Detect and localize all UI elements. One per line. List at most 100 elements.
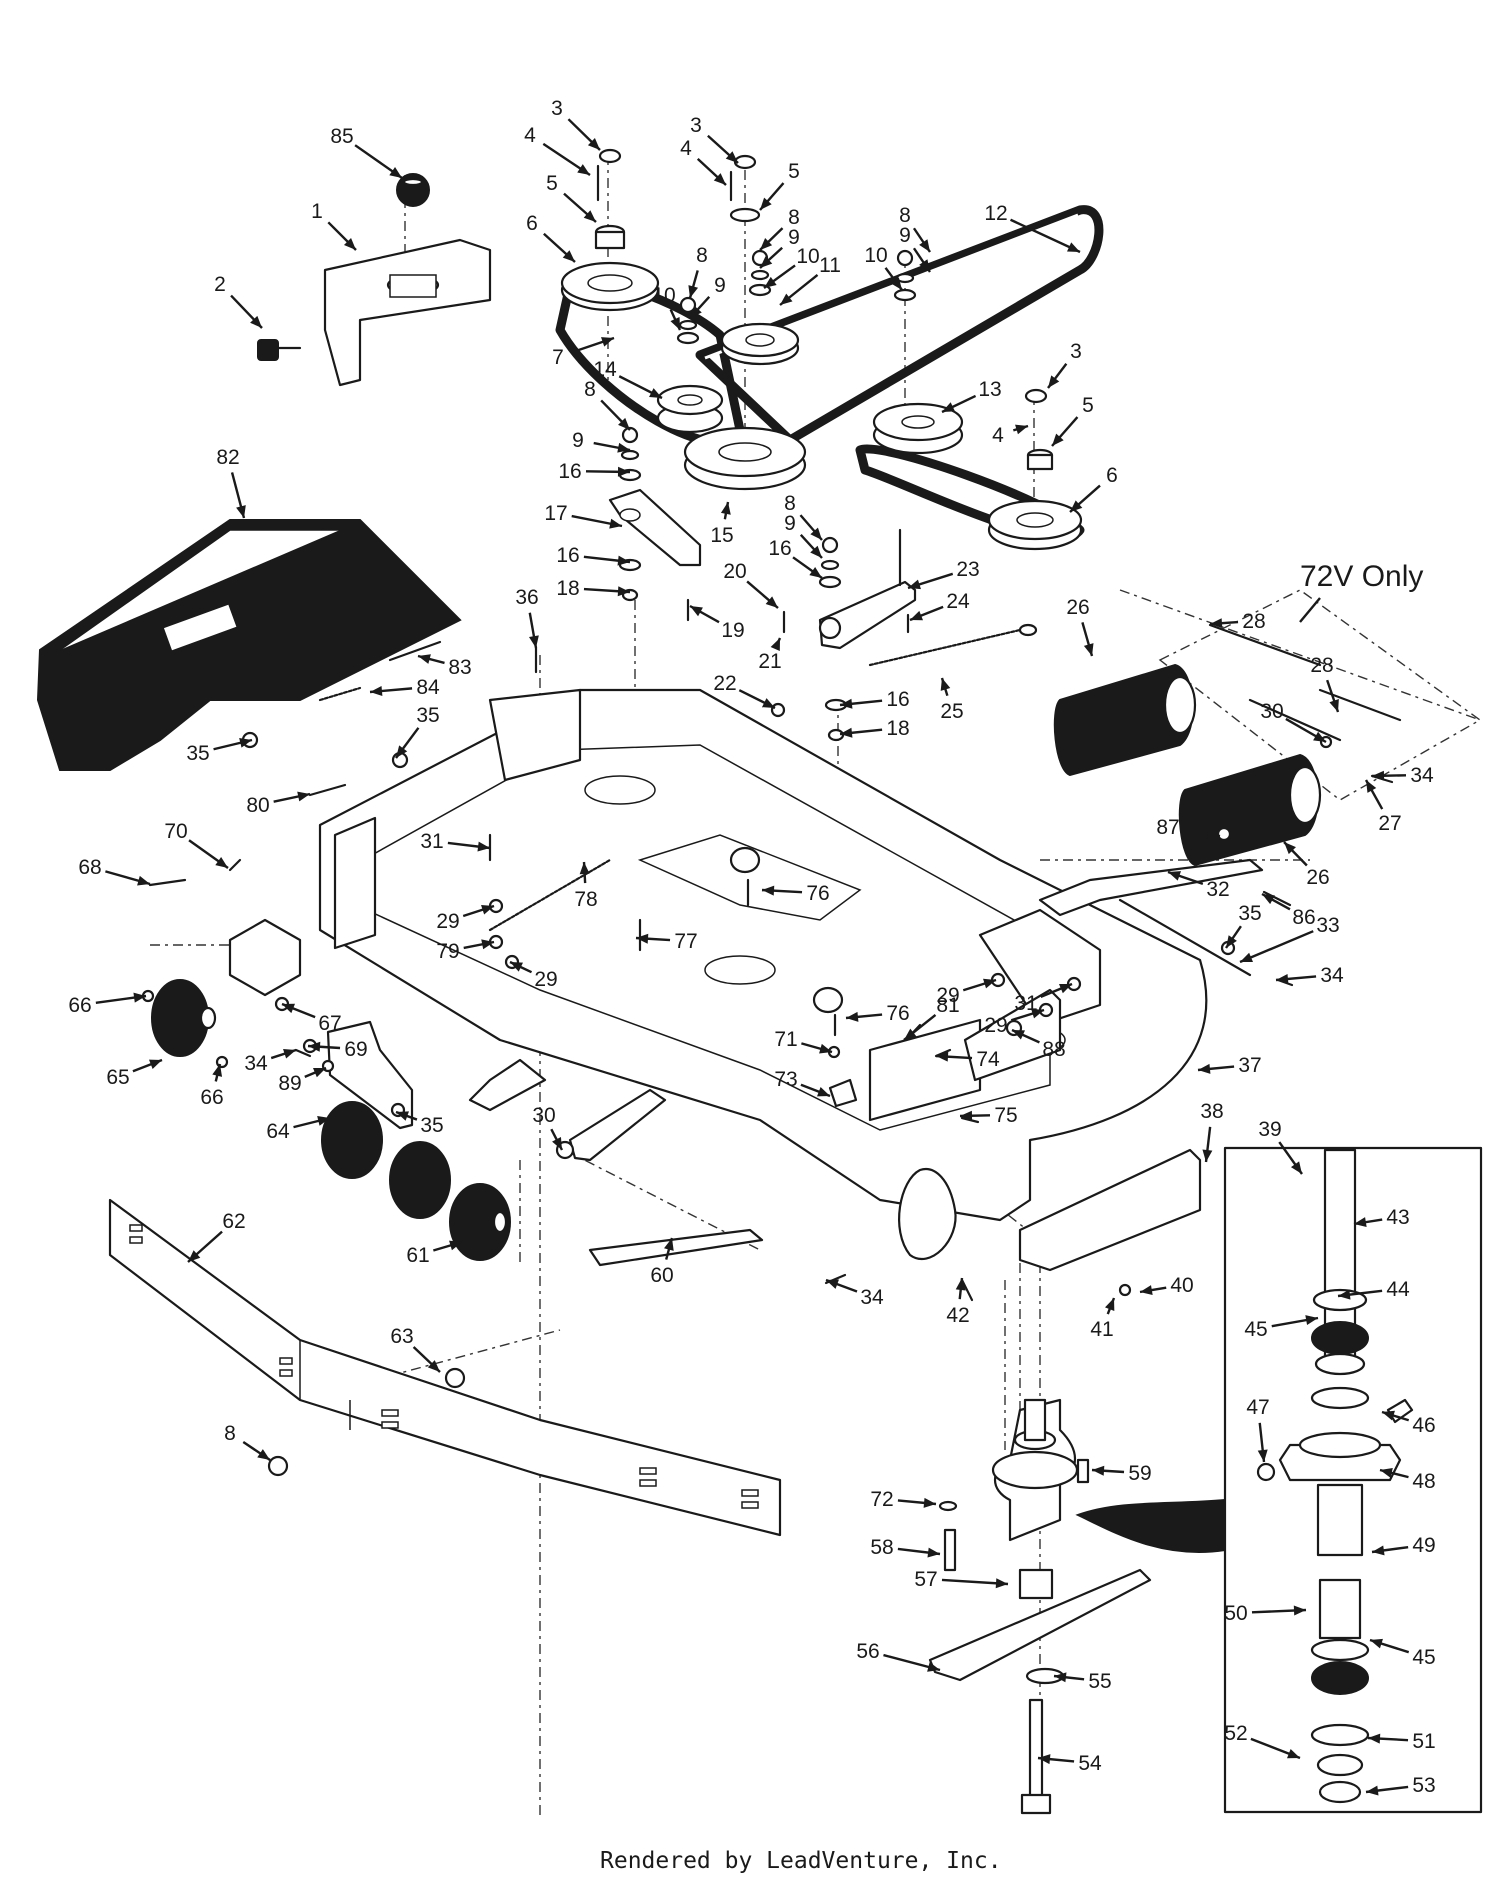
rear-roller-lower	[1178, 753, 1322, 867]
callout-32: 32	[1167, 870, 1230, 901]
callout-label: 9	[572, 429, 584, 452]
pulley-right	[987, 388, 1083, 551]
callout-arrowhead	[1207, 829, 1220, 839]
callout-53: 53	[1365, 1774, 1436, 1797]
callout-label: 60	[650, 1264, 673, 1287]
callout-label: 1	[311, 200, 323, 223]
callout-label: 34	[1320, 964, 1344, 987]
callout-arrowhead	[1354, 1217, 1367, 1228]
callout-12: 12	[984, 202, 1081, 254]
callout-arrowhead	[1276, 973, 1289, 984]
callout-arrowhead	[1210, 618, 1223, 629]
callout-arrowhead	[1198, 1063, 1211, 1074]
callout-arrowhead	[617, 555, 630, 566]
callout-label: 57	[914, 1568, 937, 1591]
callout-79: 79	[436, 939, 495, 963]
callout-84: 84	[369, 676, 440, 699]
callout-arrowhead	[308, 1041, 321, 1052]
callout-arrowhead	[817, 1087, 830, 1097]
skid-baffle	[108, 1198, 782, 1537]
callout-label: 83	[448, 656, 471, 679]
callout-arrowhead	[1290, 1161, 1302, 1174]
callout-label: 66	[200, 1086, 223, 1109]
callout-34: 34	[244, 1048, 297, 1075]
callout-label: 30	[532, 1104, 555, 1127]
callout-70: 70	[164, 820, 229, 869]
idler-arm	[608, 488, 702, 567]
callout-arrowhead	[955, 1278, 966, 1291]
callout-label: 10	[652, 284, 675, 307]
callout-35: 35	[395, 1110, 444, 1137]
callout-label: 9	[784, 512, 796, 535]
callout-arrowhead	[587, 138, 600, 150]
callout-9: 9	[899, 224, 931, 273]
72v-only-group	[1158, 589, 1482, 801]
callout-34: 34	[825, 1278, 884, 1309]
callout-34: 34	[1371, 764, 1434, 787]
callout-label: 55	[1088, 1670, 1111, 1693]
callout-arrowhead	[923, 1497, 936, 1508]
callout-label: 5	[1082, 394, 1094, 417]
hardware-stacks	[618, 249, 917, 742]
callout-label: 3	[690, 114, 702, 137]
callout-arrowhead	[528, 635, 539, 648]
callout-61: 61	[406, 1240, 463, 1267]
callout-10: 10	[864, 244, 903, 291]
callout-8: 8	[899, 204, 931, 253]
callout-5: 5	[759, 160, 800, 211]
callout-35: 35	[395, 704, 440, 759]
callout-label: 84	[416, 676, 440, 699]
callout-arrowhead	[1067, 242, 1080, 252]
pulley-center	[683, 154, 807, 491]
callout-24: 24	[909, 590, 970, 622]
callout-65: 65	[106, 1058, 163, 1089]
callout-81: 81	[903, 994, 960, 1041]
callout-arrowhead	[1287, 1748, 1300, 1759]
footer-credit: Rendered by LeadVenture, Inc.	[600, 1848, 1002, 1874]
callout-64: 64	[266, 1116, 331, 1143]
callout-arrowhead	[840, 727, 853, 738]
callout-arrowhead	[1031, 1008, 1044, 1019]
front-wheel-left	[151, 918, 302, 1057]
callout-label: 10	[796, 245, 819, 268]
callout-8: 8	[759, 206, 800, 251]
callout-label: 66	[68, 994, 91, 1017]
callout-30: 30	[1260, 700, 1327, 744]
variant-note: 72V Only	[1300, 560, 1423, 593]
callout-label: 11	[819, 254, 841, 277]
callout-arrowhead	[1293, 1605, 1306, 1616]
callout-35: 35	[186, 737, 253, 765]
callout-label: 78	[574, 888, 597, 911]
callout-50: 50	[1224, 1602, 1307, 1625]
callout-label: 80	[246, 794, 269, 817]
callout-label: 8	[224, 1422, 236, 1445]
callout-label: 9	[714, 274, 726, 297]
callout-label: 68	[78, 856, 101, 879]
callout-label: 47	[1246, 1396, 1269, 1419]
callout-arrowhead	[1382, 1410, 1395, 1421]
callout-25: 25	[940, 677, 964, 723]
callout-arrowhead	[283, 1048, 296, 1059]
callout-arrowhead	[1048, 375, 1060, 388]
callout-arrowhead	[215, 856, 228, 868]
callout-label: 21	[758, 650, 781, 673]
callout-arrowhead	[418, 654, 431, 664]
callout-37: 37	[1197, 1054, 1262, 1077]
callout-label: 72	[870, 1488, 893, 1511]
callout-arrowhead	[760, 197, 772, 210]
callout-14: 14	[593, 358, 663, 400]
callout-arrowhead	[1226, 935, 1237, 948]
callout-label: 70	[164, 820, 187, 843]
callout-arrowhead	[670, 317, 680, 330]
callout-label: 5	[788, 160, 800, 183]
callout-label: 6	[526, 212, 538, 235]
callout-16: 16	[839, 688, 910, 711]
callout-label: 8	[899, 204, 911, 227]
callout-label: 43	[1386, 1206, 1409, 1229]
callout-label: 37	[1238, 1054, 1261, 1077]
callout-47: 47	[1246, 1396, 1270, 1463]
callout-21: 21	[758, 637, 782, 673]
callout-arrowhead	[449, 1240, 462, 1251]
callout-arrowhead	[649, 388, 662, 398]
